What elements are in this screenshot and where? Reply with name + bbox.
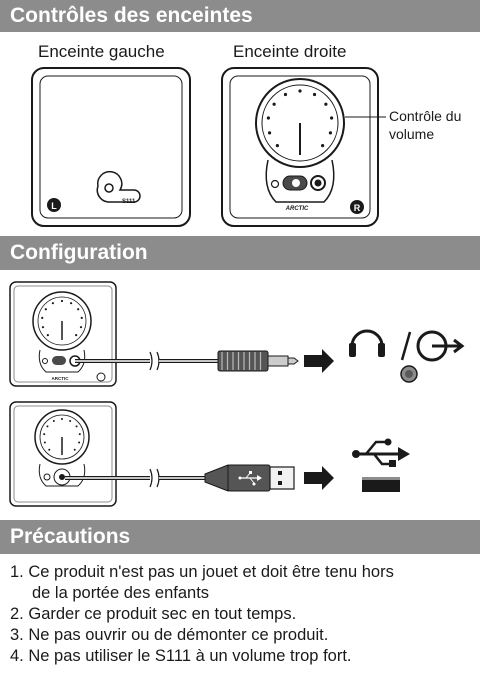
- dial-tick: [272, 102, 276, 106]
- dial-tick: [283, 92, 288, 97]
- arrow-icon: [304, 466, 334, 490]
- usb-port-icon: [362, 477, 400, 492]
- precaution-number: 1.: [10, 563, 24, 581]
- left-speaker-cable-port: [96, 170, 141, 203]
- dial-tick: [266, 116, 270, 120]
- right-badge-circle: [350, 200, 364, 214]
- dial-tick: [73, 448, 76, 451]
- section-header-configuration: Configuration: [0, 236, 480, 270]
- precaution-item: 2. Garder ce produit sec en tout temps.: [10, 604, 475, 625]
- volume-control-label-line1: Contrôle du: [389, 108, 462, 124]
- precaution-text: Ne pas utiliser le S111 à un volume trop…: [28, 647, 352, 665]
- left-speaker-model: S111: [122, 199, 136, 205]
- dial-tick: [51, 302, 55, 305]
- section-header-controls: Contrôles des enceintes: [0, 0, 480, 32]
- volume-control-label-line2: volume: [389, 126, 435, 142]
- precautions-list: 1. Ce produit n'est pas un jouet et doit…: [10, 562, 475, 667]
- precaution-number: 4.: [10, 647, 24, 665]
- dial-tick: [41, 316, 44, 319]
- section-header-precautions: Précautions: [0, 520, 480, 554]
- dial-tick: [79, 326, 83, 329]
- precaution-text: Garder ce produit sec en tout temps.: [28, 605, 297, 623]
- dial-tick: [48, 448, 51, 451]
- right-badge: R: [354, 203, 361, 213]
- svg-text:ARCTIC: ARCTIC: [52, 376, 70, 381]
- usb-icon: [352, 438, 410, 467]
- left-badge: L: [51, 201, 57, 211]
- config-usb: [9, 401, 410, 507]
- dial-tick: [328, 131, 333, 135]
- precaution-number: 2.: [10, 605, 24, 623]
- precaution-number: 3.: [10, 626, 24, 644]
- right-speaker-label: Enceinte droite: [233, 42, 347, 61]
- dial-tick: [312, 92, 317, 97]
- line-out-icon: [416, 330, 465, 362]
- dial-tick: [75, 425, 78, 428]
- dial-tick: [60, 299, 64, 303]
- dial-tick: [52, 419, 55, 422]
- dial-tick: [77, 308, 80, 311]
- dial-tick: [69, 419, 72, 422]
- left-badge-circle: [47, 198, 61, 212]
- precaution-text-continued: de la portée des enfants: [32, 584, 210, 602]
- precaution-item: 1. Ce produit n'est pas un jouet et doit…: [10, 562, 475, 604]
- left-speaker-label: Enceinte gauche: [38, 42, 165, 61]
- dial-tick: [43, 433, 46, 436]
- dial-tick: [75, 334, 78, 337]
- dial-tick: [78, 433, 81, 436]
- dial-tick: [69, 302, 73, 305]
- config-audio-jack: ARCTIC: [9, 281, 465, 387]
- right-speaker-brand: ARCTIC: [285, 206, 309, 212]
- left-speaker: S111 L: [31, 67, 191, 227]
- dial-tick: [41, 326, 45, 329]
- dial-tick: [330, 116, 334, 120]
- precaution-item: 4. Ne pas utiliser le S111 à un volume t…: [10, 646, 475, 667]
- dial-tick: [298, 89, 302, 93]
- precaution-text: Ce produit n'est pas un jouet et doit êt…: [28, 563, 394, 581]
- usb-plug-logo: [238, 471, 262, 486]
- right-speaker: ARCTIC R: [221, 67, 386, 227]
- dial-tick: [321, 144, 325, 148]
- volume-dial: [255, 78, 345, 168]
- dial-tick: [44, 308, 47, 311]
- dial-tick: [267, 131, 272, 135]
- dial-tick: [46, 425, 49, 428]
- dial-tick: [275, 144, 279, 148]
- dial-tick: [46, 334, 49, 337]
- slash-divider: [400, 331, 412, 361]
- dial-tick: [324, 102, 328, 106]
- illustration: S111 L ARCTIC R: [9, 67, 465, 507]
- audio-jack-port-icon: [400, 365, 418, 383]
- right-speaker-controls: [270, 175, 326, 191]
- headphones-icon: [349, 329, 385, 357]
- arrow-icon: [304, 349, 334, 373]
- dial-tick: [78, 441, 81, 444]
- dial-tick: [80, 316, 83, 319]
- precaution-text: Ne pas ouvrir ou de démonter ce produit.: [28, 626, 329, 644]
- dial-tick: [43, 441, 46, 444]
- precaution-item: 3. Ne pas ouvrir ou de démonter ce produ…: [10, 625, 475, 646]
- dial-tick: [61, 418, 63, 420]
